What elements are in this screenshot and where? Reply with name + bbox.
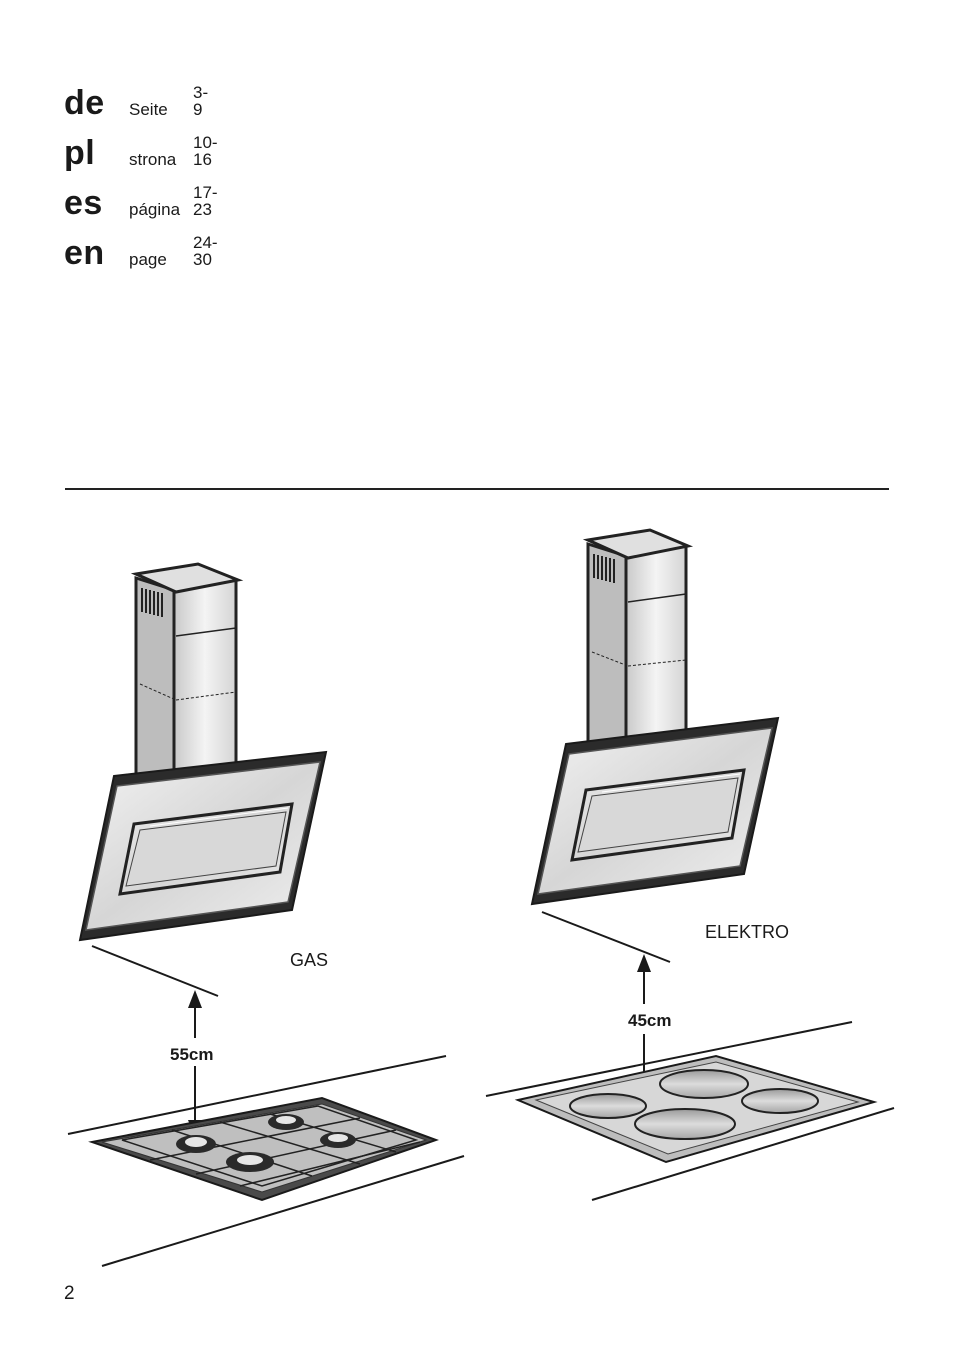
language-code: de: [64, 84, 105, 122]
elektro-hood: [530, 528, 780, 906]
elektro-distance-label: 45cm: [628, 1011, 671, 1030]
page-word: page: [129, 250, 167, 269]
page-range: 3-9: [193, 83, 209, 119]
gas-label: GAS: [290, 950, 328, 970]
page-word: strona: [129, 150, 177, 169]
page-number: 2: [64, 1283, 75, 1304]
language-code: es: [64, 184, 103, 222]
elektro-hob: [514, 1054, 878, 1164]
page-word: página: [129, 200, 181, 219]
gas-hob: [88, 1096, 439, 1202]
section-divider: [65, 488, 889, 490]
page-range: 24-30: [193, 233, 218, 269]
language-code: pl: [64, 134, 96, 172]
page-range: 17-23: [193, 183, 218, 219]
gas-hood: [78, 562, 328, 942]
page-range: 10-16: [193, 133, 218, 169]
elektro-label: ELEKTRO: [705, 922, 789, 942]
page-word: Seite: [129, 100, 168, 119]
language-code: en: [64, 234, 105, 272]
gas-distance-label: 55cm: [170, 1045, 213, 1064]
